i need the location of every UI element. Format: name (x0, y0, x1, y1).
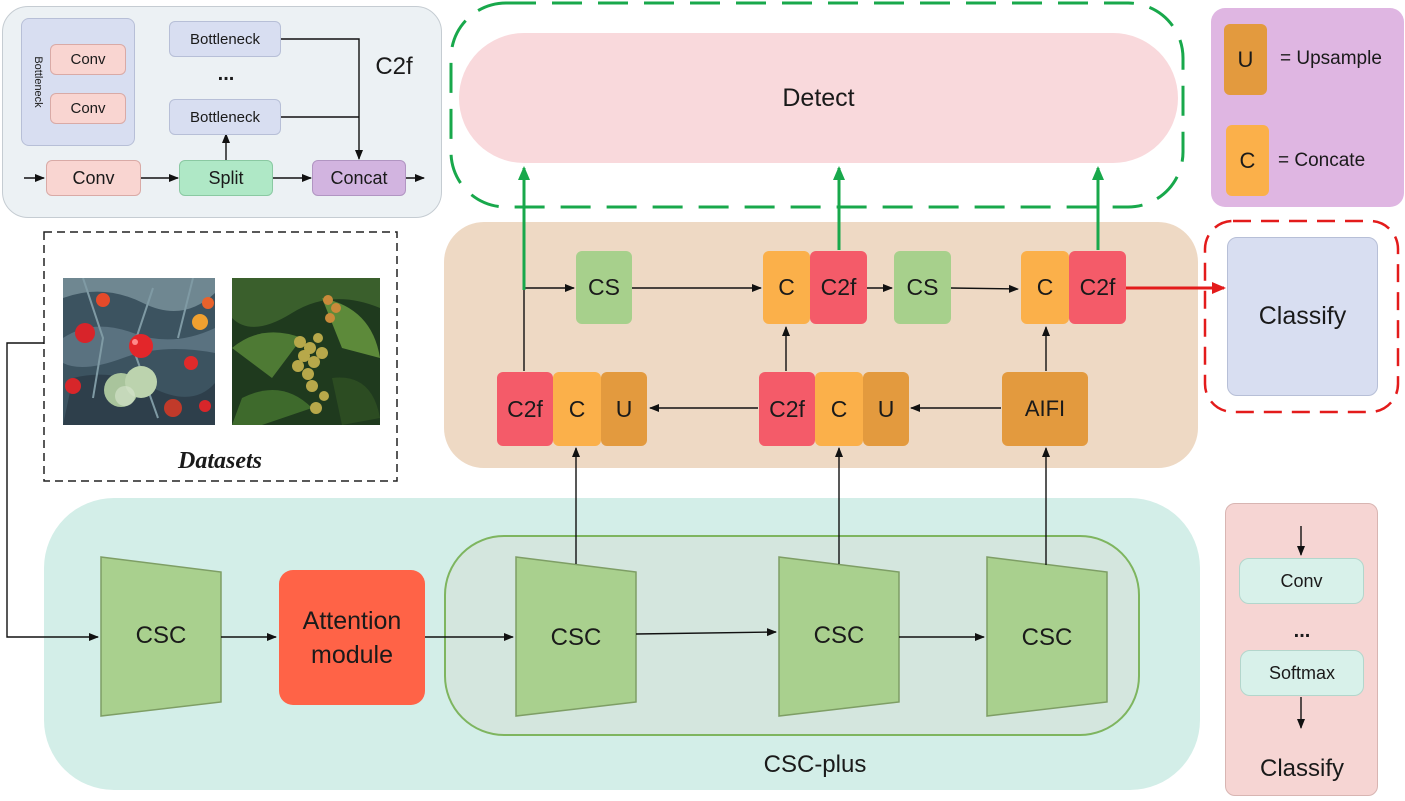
classify-head: Classify (1227, 237, 1378, 396)
legend-c-label: = Concate (1278, 150, 1366, 171)
classify-panel-title: Classify (1259, 755, 1344, 782)
bottleneck-ellipsis: ... (217, 62, 235, 85)
neck-c2f-bottom-mid: C2f (759, 372, 815, 446)
attention-module: Attention module (279, 570, 425, 705)
inner-conv-2: Conv (50, 93, 126, 124)
neck-concat-1: C (763, 251, 810, 324)
neck-concat-bottom-left: C (553, 372, 601, 446)
csc-block-4 (986, 556, 1108, 717)
neck-concat-bottom-mid: C (815, 372, 863, 446)
classify-ellipsis: ... (1293, 619, 1311, 642)
neck-aifi: AIFI (1002, 372, 1088, 446)
datasets-label: Datasets (178, 447, 262, 474)
bottleneck-bottom: Bottleneck (169, 99, 281, 135)
c2f-title: C2f (375, 53, 413, 80)
neck-c2f-bottom-left: C2f (497, 372, 553, 446)
detect-dashed-frame (449, 1, 1185, 209)
neck-upsample-bottom-left: U (601, 372, 647, 446)
neck-c2f-1: C2f (810, 251, 867, 324)
classify-dashed-frame (1203, 219, 1400, 414)
bottleneck-vertical-label: Bottleneck (32, 56, 44, 108)
detect-head: Detect (459, 33, 1178, 163)
inner-conv-1: Conv (50, 44, 126, 75)
dataset-image-tomato (63, 278, 215, 425)
legend-u-label: = Upsample (1280, 48, 1382, 69)
c2f-conv: Conv (46, 160, 141, 196)
legend-u-swatch: U (1224, 24, 1267, 95)
csc-1-label: CSC (135, 622, 187, 649)
csc-block-2 (515, 556, 637, 717)
dataset-image-coffee (232, 278, 380, 425)
neck-concat-2: C (1021, 251, 1069, 324)
csc-4-label: CSC (1021, 624, 1073, 651)
csc-plus-label: CSC-plus (763, 751, 867, 778)
classify-softmax: Softmax (1240, 650, 1364, 696)
csc-2-label: CSC (550, 624, 602, 651)
bottleneck-top: Bottleneck (169, 21, 281, 57)
bottleneck-inner-frame (21, 18, 135, 146)
classify-conv: Conv (1239, 558, 1364, 604)
datasets-dashed-frame (43, 231, 398, 482)
neck-upsample-bottom-mid: U (863, 372, 909, 446)
c2f-concat: Concat (312, 160, 406, 196)
neck-cs-1: CS (576, 251, 632, 324)
legend-c-swatch: C (1226, 125, 1269, 196)
csc-block-3 (778, 556, 900, 717)
csc-3-label: CSC (813, 622, 865, 649)
c2f-split: Split (179, 160, 273, 196)
neck-cs-2: CS (894, 251, 951, 324)
neck-c2f-2: C2f (1069, 251, 1126, 324)
csc-block-1 (100, 556, 222, 717)
